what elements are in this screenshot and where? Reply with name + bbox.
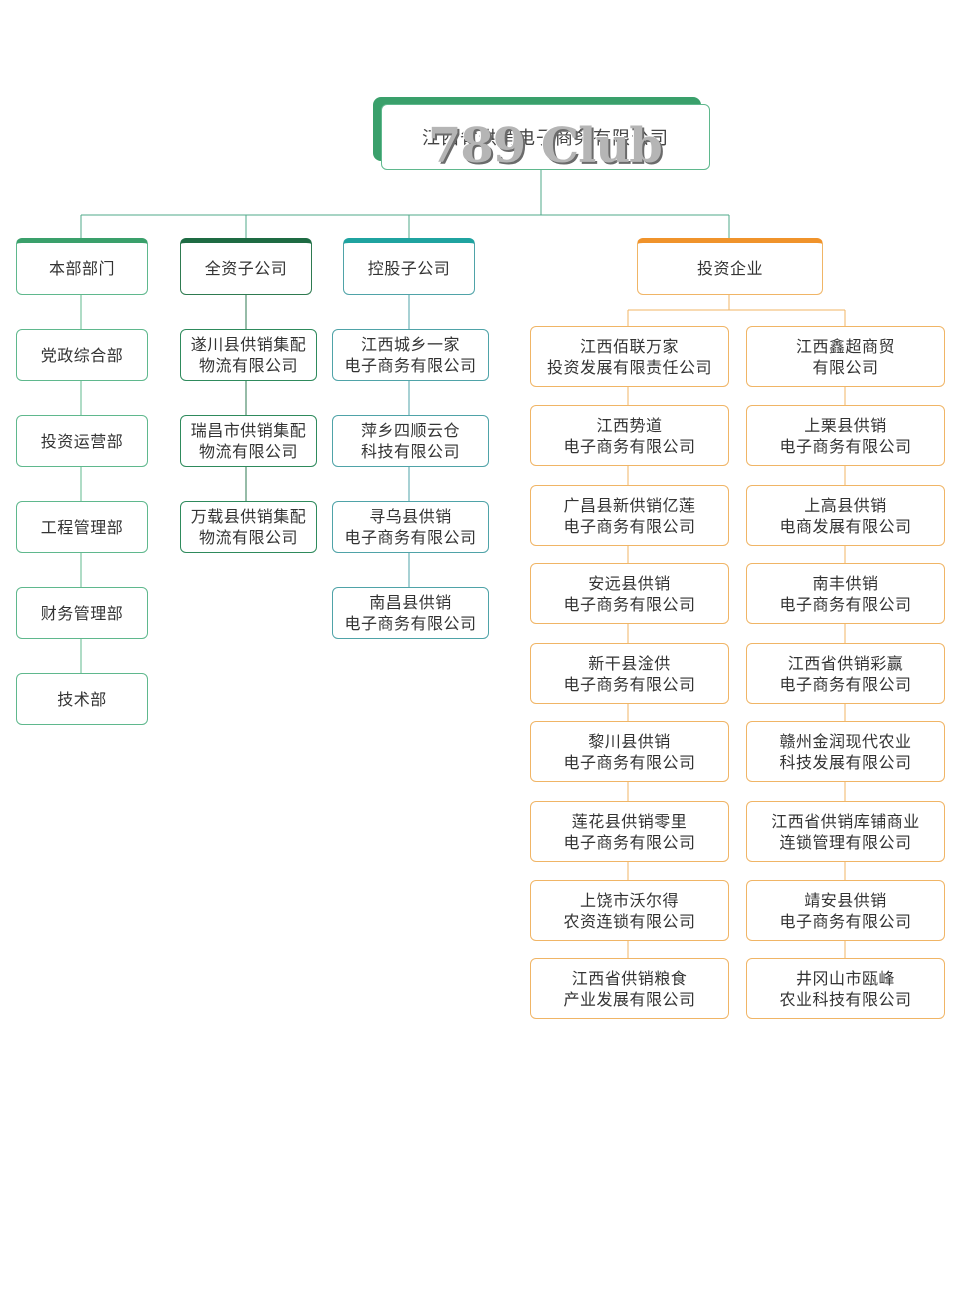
investment-box: 江西鑫超商贸 有限公司 [746,326,945,387]
investment-box: 南丰供销 电子商务有限公司 [746,563,945,624]
holding-box: 江西城乡一家 电子商务有限公司 [332,329,489,381]
investment-box: 上高县供销 电商发展有限公司 [746,485,945,546]
investment-box: 靖安县供销 电子商务有限公司 [746,880,945,941]
dept-box: 工程管理部 [16,501,148,553]
investment-box: 广昌县新供销亿莲 电子商务有限公司 [530,485,729,546]
investment-box: 江西势道 电子商务有限公司 [530,405,729,466]
subsidiary-box: 遂川县供销集配 物流有限公司 [180,329,317,381]
header-holding: 控股子公司 [343,238,475,295]
investment-box: 江西省供销粮食 产业发展有限公司 [530,958,729,1019]
investment-box: 上饶市沃尔得 农资连锁有限公司 [530,880,729,941]
header-departments: 本部部门 [16,238,148,295]
investment-box: 井冈山市瓯峰 农业科技有限公司 [746,958,945,1019]
investment-box: 江西佰联万家 投资发展有限责任公司 [530,326,729,387]
holding-box: 萍乡四顺云仓 科技有限公司 [332,415,489,467]
investment-box: 江西省供销库铺商业 连锁管理有限公司 [746,801,945,862]
investment-box: 上栗县供销 电子商务有限公司 [746,405,945,466]
root-company: 江西省供销电子商务有限公司 [381,104,710,170]
investment-box: 新干县淦供 电子商务有限公司 [530,643,729,704]
header-investments: 投资企业 [637,238,823,295]
investment-box: 江西省供销彩赢 电子商务有限公司 [746,643,945,704]
investment-box: 赣州金润现代农业 科技发展有限公司 [746,721,945,782]
subsidiary-box: 万载县供销集配 物流有限公司 [180,501,317,553]
dept-box: 财务管理部 [16,587,148,639]
dept-box: 投资运营部 [16,415,148,467]
holding-box: 寻乌县供销 电子商务有限公司 [332,501,489,553]
dept-box: 技术部 [16,673,148,725]
subsidiary-box: 瑞昌市供销集配 物流有限公司 [180,415,317,467]
investment-box: 安远县供销 电子商务有限公司 [530,563,729,624]
investment-box: 黎川县供销 电子商务有限公司 [530,721,729,782]
header-wholly-owned: 全资子公司 [180,238,312,295]
root-label: 江西省供销电子商务有限公司 [422,128,669,149]
watermark: 789 Club [428,118,663,174]
investment-box: 莲花县供销零里 电子商务有限公司 [530,801,729,862]
holding-box: 南昌县供销 电子商务有限公司 [332,587,489,639]
dept-box: 党政综合部 [16,329,148,381]
